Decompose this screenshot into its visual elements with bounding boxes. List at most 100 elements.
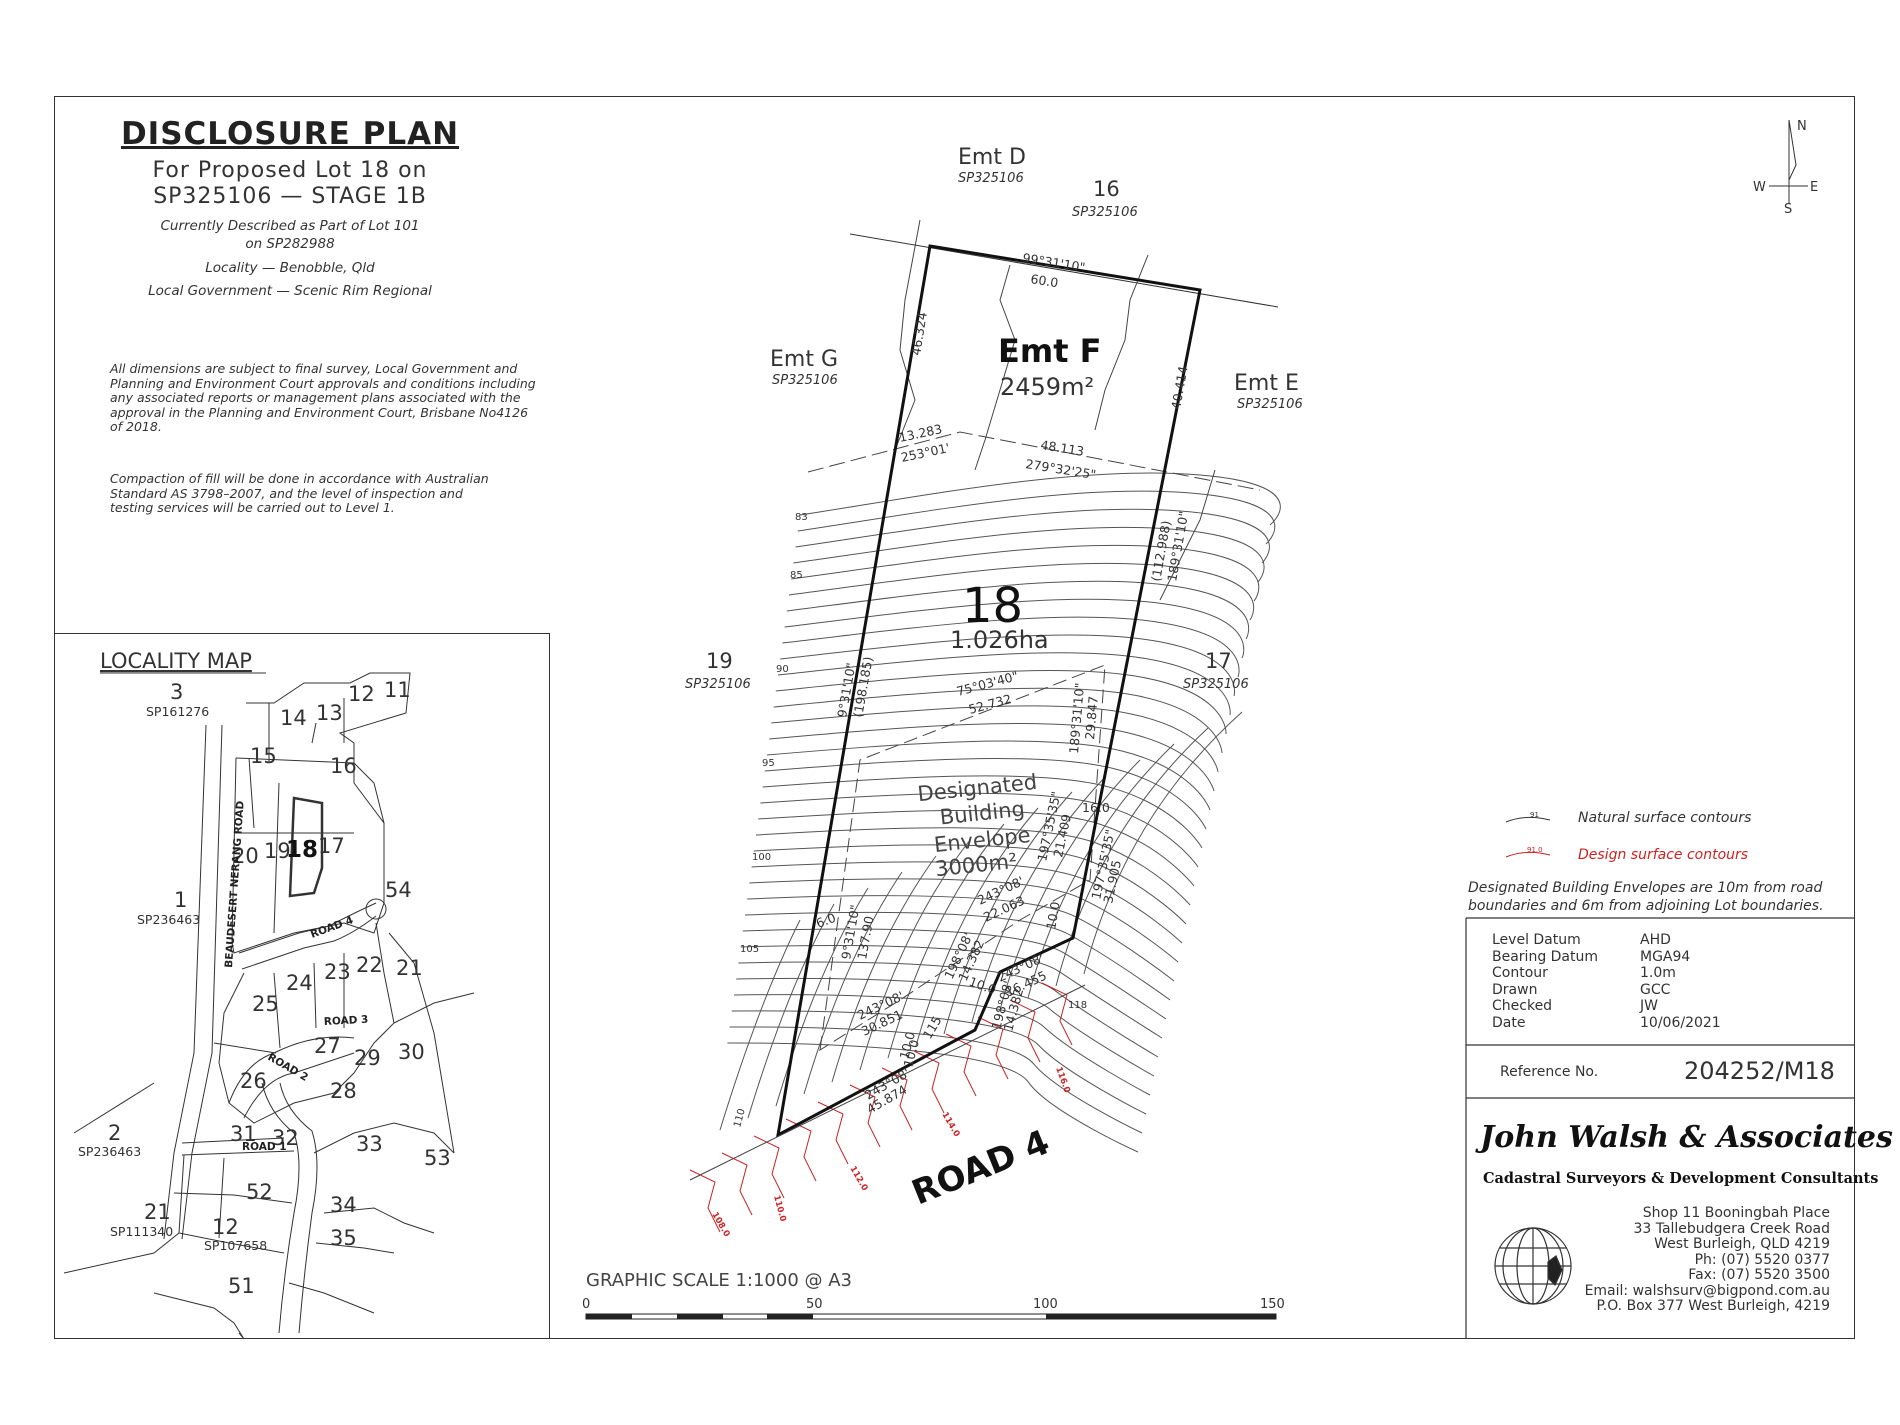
contour-line <box>755 827 1191 906</box>
dimensions-note: All dimensions are subject to final surv… <box>110 361 536 434</box>
locality-map-title: LOCALITY MAP <box>100 649 252 673</box>
locality-line: Locality — Benobble, Qld <box>205 260 375 276</box>
svg-text:SP325106: SP325106 <box>1183 677 1249 692</box>
contour-line <box>793 526 1265 583</box>
svg-text:20: 20 <box>232 844 259 868</box>
easement-f-label: Emt F <box>998 332 1102 370</box>
svg-text:26: 26 <box>240 1069 267 1093</box>
contour-line <box>731 1010 1147 1115</box>
svg-text:SP325106: SP325106 <box>1237 397 1303 412</box>
contour-line <box>775 887 869 1107</box>
svg-text:W: W <box>1753 180 1766 195</box>
svg-text:16.0: 16.0 <box>1082 800 1110 815</box>
svg-text:28: 28 <box>330 1079 357 1103</box>
contour-line <box>753 844 1187 925</box>
contour-line <box>744 911 1171 1001</box>
svg-text:137.90: 137.90 <box>854 915 876 961</box>
svg-text:18: 18 <box>286 837 318 863</box>
contour-line <box>762 775 1203 849</box>
svg-text:110.0: 110.0 <box>771 1194 788 1223</box>
svg-text:85: 85 <box>790 570 803 581</box>
government-line: Local Government — Scenic Rim Regional <box>148 283 432 299</box>
plan-subtitle-2: SP325106 — STAGE 1B <box>153 184 427 209</box>
svg-text:91.0: 91.0 <box>1527 846 1543 854</box>
contour-line <box>788 562 1255 621</box>
design-contour-line <box>721 1152 753 1216</box>
design-contour-line <box>1041 982 1073 1046</box>
svg-text:46.324: 46.324 <box>908 311 930 357</box>
lot-18-boundary <box>776 244 1202 1138</box>
svg-text:21: 21 <box>396 956 423 980</box>
svg-text:12: 12 <box>348 682 375 706</box>
contour-line <box>1055 727 1209 987</box>
svg-text:SP161276: SP161276 <box>146 704 209 719</box>
contour-line <box>771 705 1219 773</box>
svg-text:32: 32 <box>272 1126 299 1150</box>
svg-text:35: 35 <box>330 1226 357 1250</box>
contour-line <box>777 652 1231 716</box>
svg-text:52.732: 52.732 <box>967 691 1013 717</box>
svg-text:34: 34 <box>330 1193 357 1217</box>
svg-text:48.113: 48.113 <box>1040 437 1086 459</box>
svg-text:19: 19 <box>264 839 291 863</box>
design-contour-line <box>689 1169 721 1233</box>
contour-line <box>766 740 1211 811</box>
contour-line <box>760 792 1199 868</box>
plan-title: DISCLOSURE PLAN <box>120 116 460 152</box>
svg-text:0: 0 <box>582 1297 590 1312</box>
svg-text:30: 30 <box>398 1040 425 1064</box>
contour-line <box>780 634 1235 697</box>
natural-contours <box>719 472 1281 1153</box>
svg-text:SP236463: SP236463 <box>78 1144 141 1159</box>
lot-19-label: 19 <box>706 649 733 673</box>
svg-text:29: 29 <box>354 1046 381 1070</box>
described-line-2: on SP282988 <box>245 236 335 252</box>
svg-text:SP111340: SP111340 <box>110 1224 173 1239</box>
svg-text:189°31'10": 189°31'10" <box>1066 682 1087 754</box>
contour-line <box>764 758 1207 830</box>
legend-natural-contours: Natural surface contours <box>1578 810 1752 826</box>
envelope-note-1: Designated Building Envelopes are 10m fr… <box>1468 880 1823 896</box>
lot-number: 18 <box>962 578 1023 634</box>
plan-subtitle-1: For Proposed Lot 18 on <box>152 158 428 183</box>
emt-d-label: Emt D <box>958 145 1026 170</box>
svg-text:115: 115 <box>920 1013 945 1041</box>
contour-line <box>729 1026 1143 1134</box>
svg-text:11: 11 <box>384 678 411 702</box>
svg-text:150: 150 <box>1260 1297 1285 1312</box>
svg-text:50: 50 <box>806 1297 823 1312</box>
legend-design-contours: Design surface contours <box>1578 847 1749 863</box>
contour-line <box>791 544 1260 602</box>
svg-text:10.0: 10.0 <box>896 1030 918 1061</box>
contour-line <box>799 472 1281 526</box>
contour-line <box>803 871 903 1095</box>
svg-text:13.283: 13.283 <box>898 421 944 445</box>
svg-text:SP107658: SP107658 <box>204 1238 267 1253</box>
svg-text:100: 100 <box>752 852 771 863</box>
svg-text:108.0: 108.0 <box>709 1211 731 1239</box>
contour-line <box>747 903 835 1119</box>
svg-text:25: 25 <box>252 992 279 1016</box>
svg-text:95: 95 <box>762 758 775 769</box>
contour-line <box>795 508 1270 564</box>
company-name: John Walsh & Associates <box>1480 1120 1893 1155</box>
svg-text:13: 13 <box>316 701 343 725</box>
lot-16-label: 16 <box>1093 177 1120 201</box>
design-contour-line <box>977 1016 1009 1080</box>
contour-line <box>751 861 1183 944</box>
contour-line <box>971 775 1107 1023</box>
contour-line <box>859 839 971 1071</box>
svg-text:60.0: 60.0 <box>1030 271 1060 290</box>
contour-line <box>786 580 1250 640</box>
svg-text:40.414: 40.414 <box>1168 365 1190 411</box>
contour-line <box>999 759 1141 1011</box>
svg-text:SP236463: SP236463 <box>137 912 200 927</box>
contour-line <box>1027 743 1175 999</box>
